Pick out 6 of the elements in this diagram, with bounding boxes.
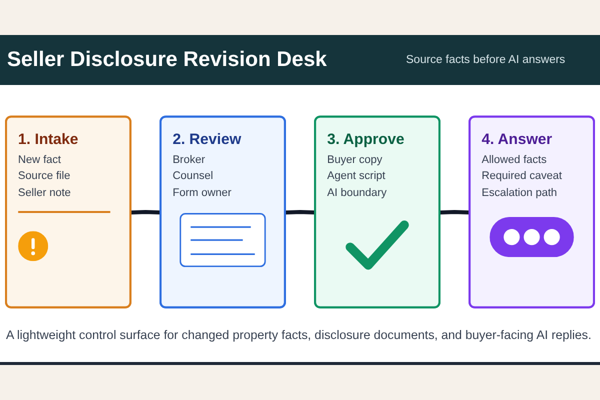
connector <box>130 210 162 214</box>
caption: A lightweight control surface for changed property facts, disclosure documents, and buyer-facing AI replies. <box>6 327 592 343</box>
subtitle: Source facts before AI answers <box>406 53 566 67</box>
connector <box>440 210 470 214</box>
diagram-title: Seller Disclosure Revision Desk <box>7 47 327 72</box>
connector <box>285 210 316 214</box>
